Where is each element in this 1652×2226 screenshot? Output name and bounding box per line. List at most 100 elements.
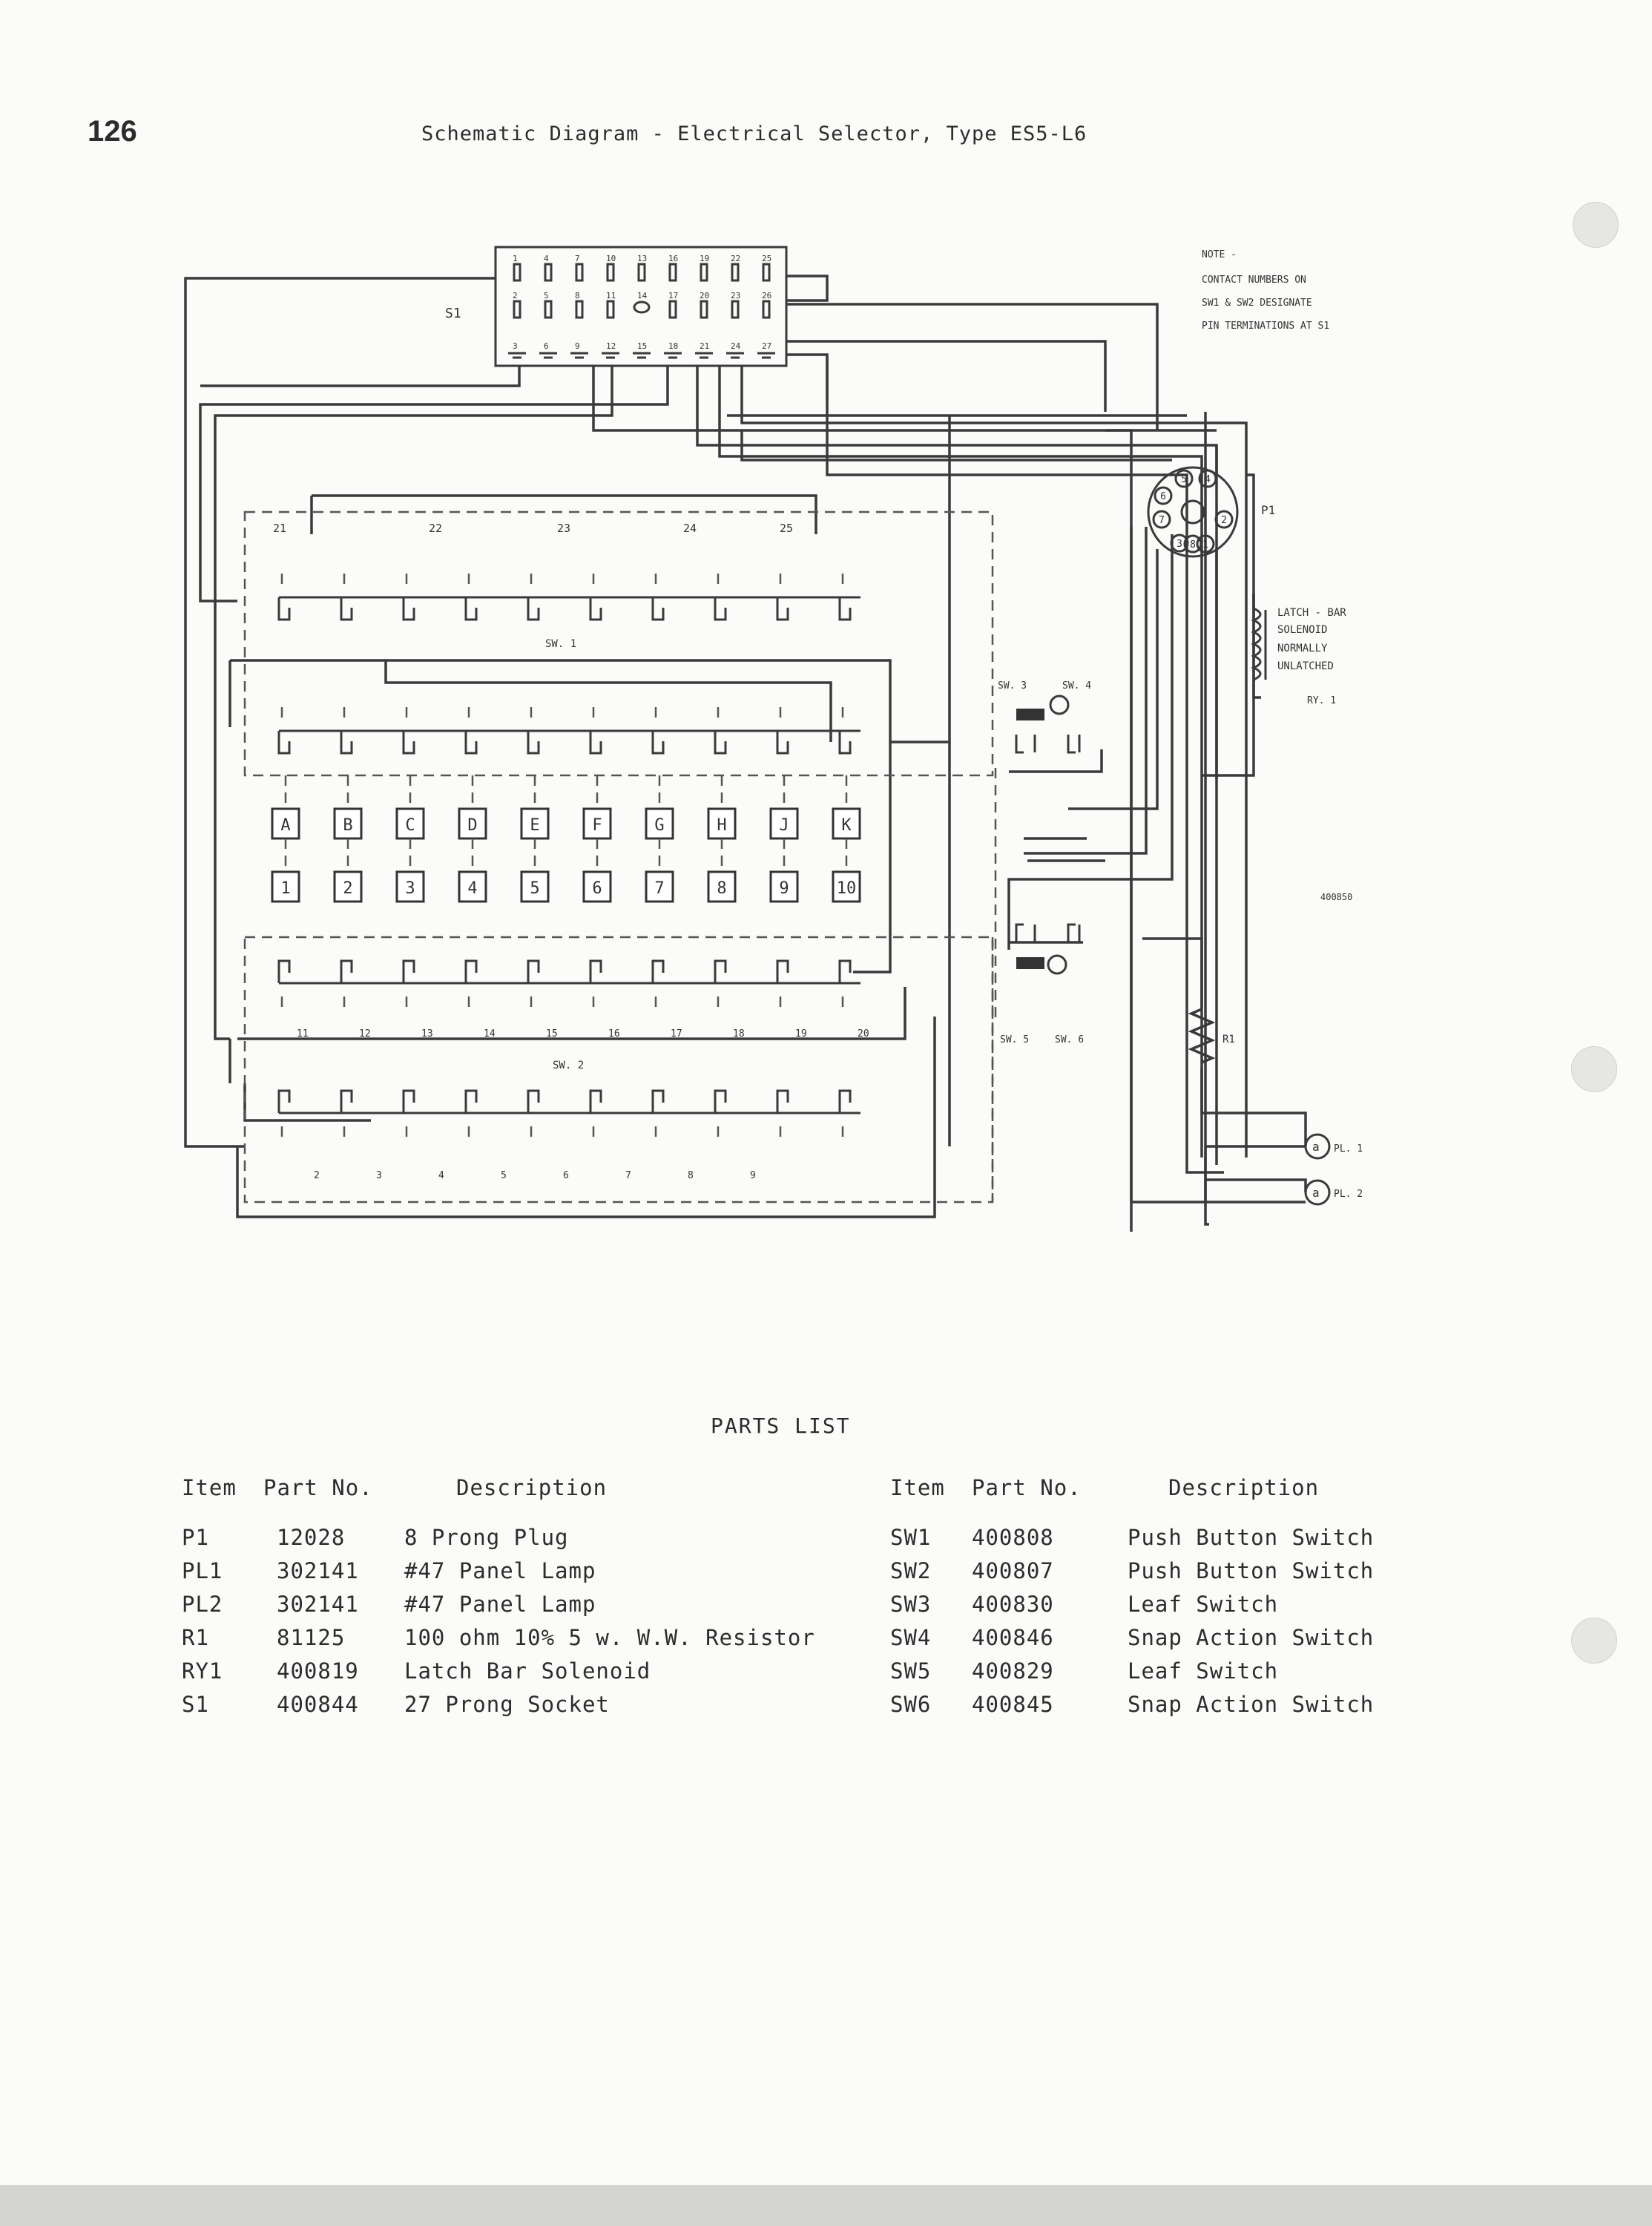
description-cell: 27 Prong Socket [404,1691,610,1717]
push-contact [838,597,852,621]
plug-pin [1214,510,1234,529]
part-number-cell: 400829 [972,1658,1054,1684]
sw2-contact: 15 [546,1028,558,1040]
socket-pin-number: 17 [668,291,678,301]
plug-pin [1152,510,1171,529]
number-button [832,870,861,903]
socket-pin-number: 25 [762,254,771,263]
socket-pin [544,263,553,282]
button-label: F [592,816,602,835]
plug-pin-number: 2 [1221,515,1227,526]
plug-pin [1198,469,1217,488]
socket-pin-number: 12 [606,341,616,351]
socket-pin-number: 16 [668,254,678,263]
push-contact [527,1089,540,1113]
socket-pin [637,263,646,282]
sw2-contact: 20 [858,1028,869,1040]
description-cell: Push Button Switch [1128,1524,1375,1550]
push-contact [589,959,602,983]
button-label: 5 [530,879,539,898]
push-contact [527,597,540,621]
socket-pin [700,300,708,319]
sw2-label: SW. 2 [553,1060,584,1071]
sw2-contact: 3 [376,1170,382,1181]
panel-lamps: a PL. 1 a PL. 2 [1204,1133,1363,1206]
button-label: 7 [654,879,664,898]
part-number-cell: 400845 [972,1691,1054,1717]
push-contact [277,597,291,621]
button-label: E [530,816,539,835]
part-number-cell: 400808 [972,1524,1054,1550]
item-cell: SW5 [890,1658,932,1684]
socket-pin [575,263,584,282]
button-label: 6 [592,879,602,898]
socket-ground [539,352,557,359]
socket-pin-number: 8 [575,291,580,301]
button-label: H [717,816,726,835]
plug-pin-number: 5 [1181,474,1187,485]
push-contact [776,731,789,755]
sw2-contact: 6 [563,1170,569,1181]
socket-pin-number: 15 [637,341,647,351]
number-button [582,870,612,903]
button-label: K [841,816,852,835]
col-header-item: Item [890,1475,945,1500]
socket-pin [668,263,677,282]
button-label: C [405,816,415,835]
socket-pin-number: 20 [700,291,709,301]
sw4-label: SW. 4 [1062,680,1091,692]
button-label: G [654,816,664,835]
solenoid-label: LATCH - BAR [1277,607,1346,619]
sw1-contact: 23 [557,522,570,535]
socket-pin-number: 11 [606,291,616,301]
button-label: D [467,816,477,835]
sw2-contact: 18 [733,1028,745,1040]
sw-enclosures [243,510,994,1204]
push-contact [277,731,291,755]
description-cell: 100 ohm 10% 5 w. W.W. Resistor [404,1624,815,1650]
socket-pin [544,300,553,319]
description-cell: Leaf Switch [1128,1591,1279,1617]
socket-ground [726,352,744,359]
part-number-cell: 12028 [277,1524,346,1550]
push-contact [838,1089,852,1113]
wiring [184,275,1307,1232]
socket-pin [606,300,615,319]
socket-label: S1 [445,306,461,321]
part-number-cell: 81125 [277,1624,346,1650]
sw2-contact: 12 [359,1028,371,1040]
description-cell: Push Button Switch [1128,1557,1375,1583]
letter-button [769,807,799,840]
resistor-r1: R1 [1188,1008,1235,1064]
note: NOTE - CONTACT NUMBERS ON SW1 & SW2 DESI… [1202,249,1329,332]
push-contact [651,597,665,621]
sw2-contact: 14 [484,1028,496,1040]
button-label: A [280,816,290,835]
description-cell: Latch Bar Solenoid [404,1658,651,1684]
socket-pin-number: 23 [731,291,740,301]
part-number-cell: 400819 [277,1658,359,1684]
description-cell: #47 Panel Lamp [404,1591,596,1617]
description-cell: Snap Action Switch [1128,1624,1375,1650]
push-contact [838,731,852,755]
col-header-part: Part No. [972,1475,1082,1500]
socket-pin [700,263,708,282]
sw2-contact: 11 [297,1028,309,1040]
socket-pin-number: 22 [731,254,740,263]
sw2-contact: 19 [795,1028,807,1040]
push-contact [402,597,415,621]
socket-pin-number: 21 [700,341,709,351]
socket-ground [664,352,682,359]
number-button [769,870,799,903]
item-cell: SW3 [890,1591,932,1617]
sw6-label: SW. 6 [1055,1034,1084,1045]
push-contact [464,731,478,755]
